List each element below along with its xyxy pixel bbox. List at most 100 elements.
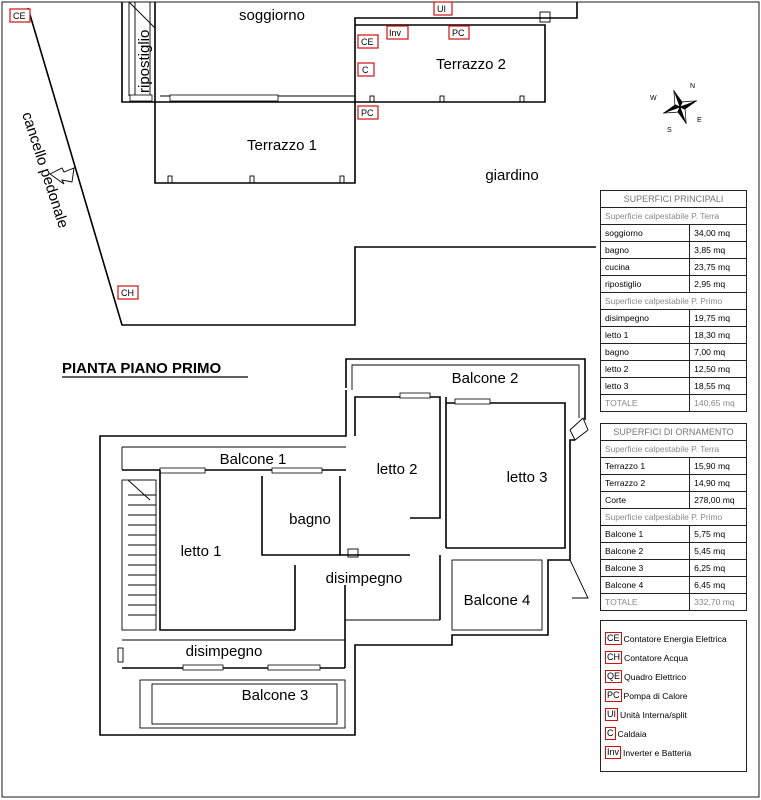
room-label-disimpegno-upper: disimpegno: [326, 570, 403, 587]
room-label-letto2: letto 2: [377, 461, 418, 478]
legend-code: UI: [605, 708, 618, 721]
balcone4-outline: [451, 559, 543, 631]
bagno-wall: [261, 476, 341, 556]
window: [267, 664, 321, 671]
table-superfici-principali: SUPERFICI PRINCIPALI Superficie calpesta…: [599, 190, 747, 412]
legend-code: PC: [605, 689, 622, 702]
balcone2-wall: [345, 358, 586, 420]
first-floor-outer-wall: [99, 390, 575, 736]
row-value: 15,90 mq: [689, 457, 747, 475]
total-value: 140,65 mq: [689, 394, 747, 412]
legend-label: Contatore Energia Elettrica: [623, 633, 727, 644]
room-label-letto3: letto 3: [507, 469, 548, 486]
row-value: 2,95 mq: [689, 275, 747, 293]
stair-line: [128, 1, 156, 29]
window: [159, 467, 206, 474]
column: [167, 175, 173, 184]
legend-code: CH: [605, 651, 622, 664]
window: [454, 398, 491, 405]
table-group-label: Superficie calpestabile P. Primo: [600, 508, 747, 526]
row-name: Terrazzo 1: [599, 457, 691, 475]
legend-label: Quadro Elettrico: [624, 671, 687, 682]
letto2-wall: [354, 396, 441, 519]
column: [439, 95, 445, 103]
svg-text:PC: PC: [452, 28, 465, 38]
svg-text:PC: PC: [361, 108, 374, 118]
compass-s: S: [667, 127, 672, 134]
lot-boundary-west: [27, 7, 596, 326]
legend-label: Unità Interna/split: [620, 709, 687, 720]
balcone2-inner: [351, 364, 580, 418]
legend-label: Inverter e Batteria: [623, 747, 692, 758]
legend-code: QE: [605, 670, 623, 683]
soggiorno-wall: [154, 2, 578, 103]
window: [271, 467, 323, 474]
row-value: 18,30 mq: [689, 326, 747, 344]
column: [339, 175, 345, 184]
area-label-giardino: giardino: [485, 167, 538, 184]
letto3-wall: [446, 402, 566, 549]
legend-label: Pompa di Calore: [623, 690, 688, 701]
terrazzo1-wall: [154, 102, 356, 184]
row-value: 6,45 mq: [689, 576, 747, 594]
row-value: 3,85 mq: [689, 241, 747, 259]
room-label-soggiorno: soggiorno: [239, 7, 305, 24]
row-name: soggiorno: [599, 224, 691, 242]
tag-ch: CH: [117, 285, 139, 300]
row-name: letto 3: [599, 377, 691, 395]
tag-ui: UI: [433, 1, 453, 16]
row-name: Balcone 2: [599, 542, 691, 560]
balcone4-side: [548, 559, 589, 599]
tag-ce-house: CE: [357, 34, 379, 49]
compass-rose-icon: [662, 89, 698, 125]
table-group-label: Superficie calpestabile P. Primo: [600, 292, 747, 310]
tag-inv: Inv: [386, 25, 409, 40]
row-name: Balcone 3: [599, 559, 691, 577]
row-value: 23,75 mq: [689, 258, 747, 276]
row-name: disimpegno: [599, 309, 691, 327]
window: [399, 392, 431, 399]
row-value: 278,00 mq: [689, 491, 747, 509]
row-value: 19,75 mq: [689, 309, 747, 327]
letto1-wall: [159, 470, 295, 631]
compass-e: E: [697, 117, 702, 124]
row-name: Terrazzo 2: [599, 474, 691, 492]
row-name: bagno: [599, 241, 691, 259]
room-label-balcone3: Balcone 3: [242, 687, 309, 704]
svg-text:CE: CE: [361, 37, 374, 47]
room-label-terrazzo1: Terrazzo 1: [247, 137, 317, 154]
terrazzo2-wall: [355, 24, 546, 103]
legend-code: CE: [605, 632, 622, 645]
svg-text:UI: UI: [437, 4, 446, 14]
legend-label: Contatore Acqua: [624, 652, 689, 663]
tag-ce-corner: CE: [9, 8, 31, 23]
column: [519, 95, 525, 103]
balcone3-inner: [151, 683, 338, 725]
table-group-label: Superficie calpestabile P. Terra: [600, 207, 747, 225]
row-value: 14,90 mq: [689, 474, 747, 492]
column: [347, 548, 359, 558]
house-wall-west: [121, 2, 155, 103]
total-label: TOTALE: [599, 394, 691, 412]
row-value: 6,25 mq: [689, 559, 747, 577]
svg-text:CH: CH: [121, 288, 134, 298]
